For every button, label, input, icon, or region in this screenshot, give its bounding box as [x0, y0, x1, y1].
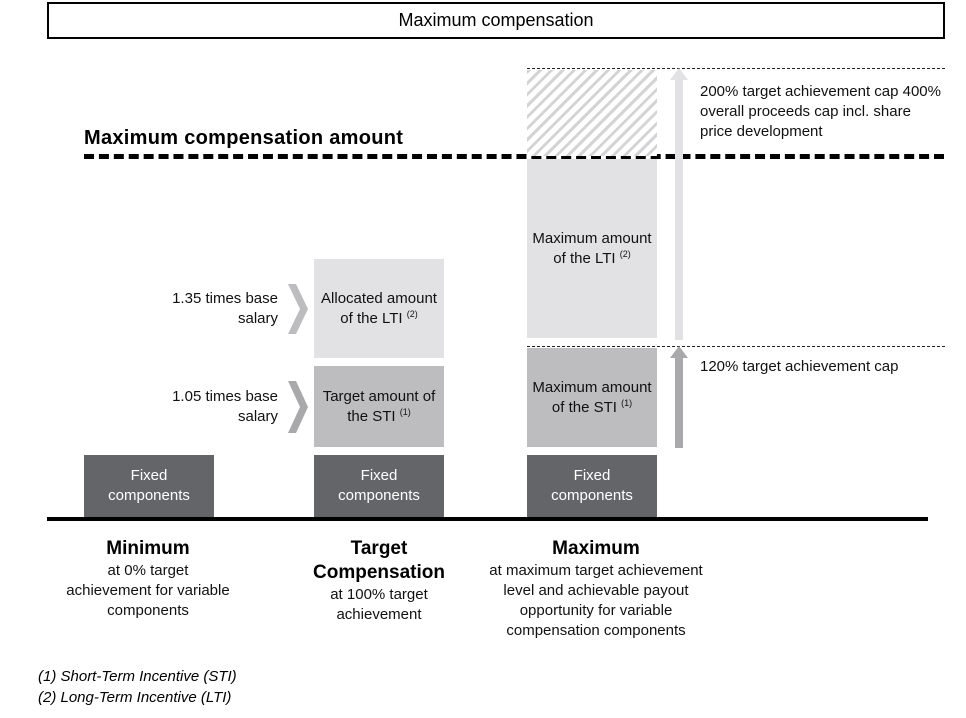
max-fixed-components-block: Fixed components: [527, 455, 657, 517]
target-sti-block: Target amount of the STI (1): [314, 366, 444, 447]
column-minimum-desc: at 0% target achievement for variable co…: [66, 562, 230, 619]
sti-multiplier-label: 1.05 times base salary: [172, 388, 278, 425]
sti-chevron-icon: [288, 381, 308, 433]
sti-cap-dashed-line: [527, 346, 945, 347]
column-minimum-title: Minimum: [106, 538, 190, 559]
target-lti-label: Allocated amount of the LTI (2): [321, 289, 437, 327]
target-sti-label: Target amount of the STI (1): [322, 387, 436, 425]
min-fixed-label: Fixed components: [108, 467, 190, 504]
diagram-title: Maximum compensation: [47, 2, 945, 39]
max-sti-label: Maximum amount of the STI (1): [532, 378, 652, 416]
baseline: [47, 517, 928, 521]
max-compensation-dashed-line: [84, 154, 944, 159]
max-lti-block: Maximum amount of the LTI (2): [527, 159, 657, 338]
footnote-lti: (2) Long-Term Incentive (LTI): [38, 689, 232, 706]
max-compensation-amount-label: Maximum compensation amount: [84, 127, 404, 149]
sti-cap-annotation: 120% target achievement cap: [700, 358, 899, 375]
max-lti-label: Maximum amount of the LTI (2): [532, 229, 652, 267]
lti-hatched-excess-area: [527, 70, 657, 156]
target-lti-block: Allocated amount of the LTI (2): [314, 259, 444, 358]
sti-up-arrow-icon: [670, 346, 688, 448]
target-fixed-label: Fixed components: [338, 467, 420, 504]
lti-multiplier-label: 1.35 times base salary: [172, 290, 278, 327]
column-target-desc: at 100% target achievement: [330, 586, 428, 623]
column-maximum-title: Maximum: [552, 538, 640, 559]
column-maximum-desc: at maximum target achievement level and …: [489, 562, 703, 639]
column-target-title: Target Compensation: [313, 538, 445, 583]
max-fixed-label: Fixed components: [551, 467, 633, 504]
min-fixed-components-block: Fixed components: [84, 455, 214, 517]
lti-cap-dashed-line: [527, 68, 945, 69]
footnote-sti: (1) Short-Term Incentive (STI): [38, 668, 237, 685]
lti-cap-annotation: 200% target achievement cap 400% overall…: [700, 83, 941, 140]
max-sti-block: Maximum amount of the STI (1): [527, 348, 657, 447]
lti-chevron-icon: [288, 284, 308, 334]
column-minimum: Minimum at 0% target achievement for var…: [63, 537, 233, 621]
lti-up-arrow-icon: [670, 68, 688, 340]
column-maximum: Maximum at maximum target achievement le…: [476, 537, 716, 641]
target-fixed-components-block: Fixed components: [314, 455, 444, 517]
column-target: Target Compensation at 100% target achie…: [299, 537, 459, 625]
